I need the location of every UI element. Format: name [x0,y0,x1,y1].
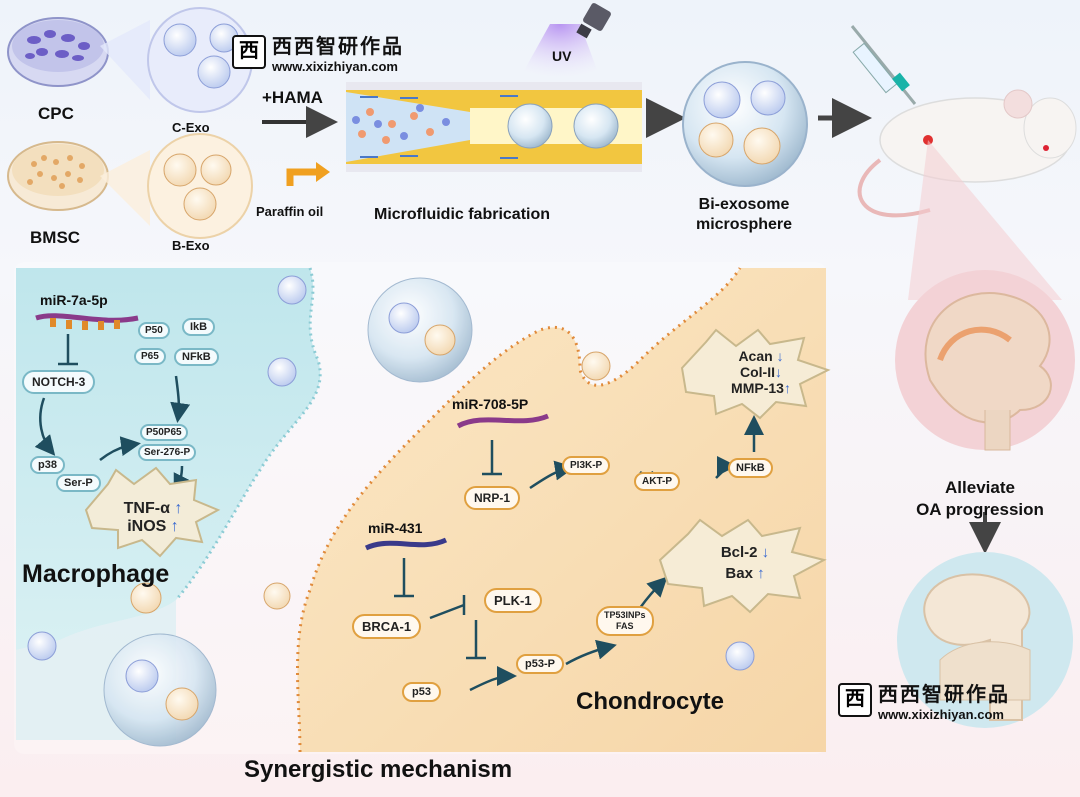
cpc-dish-icon [7,17,109,87]
watermark-cn: 西西智研作品 [878,682,1010,706]
watermark-bottom: 西 西西智研作品 www.xixizhiyan.com [838,678,1010,722]
mir-431-label: miR-431 [368,520,423,536]
ser-276-p-node: Ser-276-P [138,444,197,461]
up-arrow-icon: ↑ [783,380,791,397]
acan-label: Acan [738,348,773,364]
akt-p-node: AKT-P [634,472,680,491]
p38-node: p38 [30,456,65,474]
inos-label: iNOS [127,518,167,536]
tnf-inos-burst [84,466,221,558]
tnf-label: TNF-α [123,500,170,517]
bax-label: Bax [725,565,753,583]
p50-node: P50 [138,322,170,339]
microsphere-label: microsphere [695,216,793,233]
chondrocyte-title: Chondrocyte [576,688,725,715]
up-arrow-icon: ↑ [170,518,179,536]
fas-label: FAS [616,620,634,631]
p50b-label: P50 [146,427,164,438]
bcl2-label: Bcl-2 [720,544,758,561]
macrophage-title: Macrophage [22,560,170,588]
watermark-logo-icon: 西 [838,683,872,717]
mirna-strand-icon [456,413,549,429]
watermark-logo-icon: 西 [232,35,266,69]
b-exo-label: B-Exo [172,238,210,253]
mir-708-5p-label: miR-708-5P [452,396,529,412]
c-exo-label: C-Exo [172,120,210,135]
knee-joint-oa-icon [895,270,1075,451]
up-arrow-icon: ↑ [757,565,765,583]
col-label: Col-II [740,364,775,381]
nfkb2-node: NFkB [728,458,773,478]
mir-7a-5p-label: miR-7a-5p [40,292,108,308]
tp53inps-fas-node: TP53INPs FAS [596,606,654,636]
cpc-label: CPC [38,104,74,123]
nrp1-node: NRP-1 [464,486,521,510]
bcl-bax-burst [658,518,827,614]
alleviate-label: Alleviate [945,478,1015,497]
hama-label: +HAMA [262,88,323,107]
microsphere-icon [682,61,808,187]
up-arrow-icon: ↑ [174,500,183,517]
microfluidic-chip-icon [346,82,642,172]
ser-p-node: Ser-P [56,474,101,492]
brca1-node: BRCA-1 [352,614,422,639]
p65b-label: P65 [163,427,182,438]
syringe-icon [850,25,917,105]
down-arrow-icon: ↓ [761,544,770,561]
knee-joint-healthy-icon [897,552,1073,728]
nfkb-node: NFkB [174,348,219,366]
pi3k-p-node: PI3K-P [562,456,611,475]
mmp-label: MMP-13 [731,380,784,397]
watermark-top: 西 西西智研作品 www.xixizhiyan.com [232,30,404,74]
ikb-node: IkB [182,318,216,336]
uv-label: UV [552,48,572,64]
acan-col-mmp-burst [680,328,831,420]
watermark-url: www.xixizhiyan.com [272,59,398,74]
acan-col-mmp-text: Acan ↓ Col-II↓ MMP-13↑ [716,348,806,396]
b-exo-bubble-icon [147,133,253,239]
p50-p65-node: P50P65 [140,424,188,441]
uv-lamp-icon [520,3,611,78]
bcl-bax-text: Bcl-2 ↓ Bax ↑ [700,544,790,583]
p53-node: p53 [402,682,441,702]
p53-p-node: p53-P [516,654,564,674]
watermark-cn: 西西智研作品 [272,34,404,58]
bi-exosome-label: Bi-exosome [698,196,790,213]
notch3-node: NOTCH-3 [22,370,96,394]
watermark-url: www.xixizhiyan.com [878,707,1004,722]
mirna-strand-icon [364,537,448,551]
microfluidic-fabrication-label: Microfluidic fabrication [374,206,551,223]
tp53inps-label: TP53INPs [604,610,646,620]
oa-progression-label: OA progression [916,500,1044,519]
bmsc-dish-icon [7,141,109,211]
synergistic-mechanism-title: Synergistic mechanism [244,756,513,783]
down-arrow-icon: ↓ [775,364,782,381]
mirna-strand-icon [35,313,139,330]
tnf-inos-text: TNF-α ↑ iNOS ↑ [112,500,194,537]
paraffin-oil-label: Paraffin oil [256,204,324,219]
plk1-node: PLK-1 [484,588,542,613]
down-arrow-icon: ↓ [776,348,784,364]
p65-node: P65 [134,348,166,365]
bmsc-label: BMSC [30,228,81,247]
